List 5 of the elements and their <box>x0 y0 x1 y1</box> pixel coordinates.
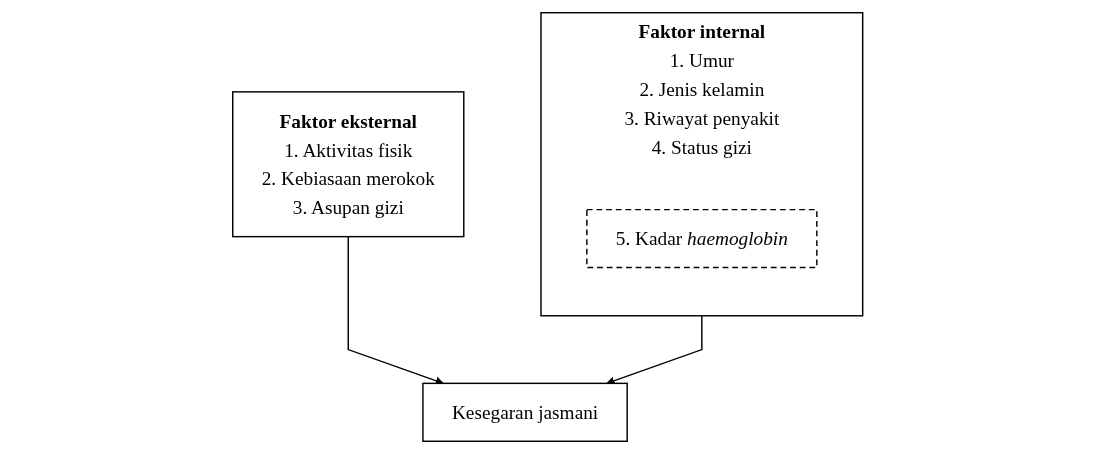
arrow <box>347 235 444 385</box>
node-box: Kesegaran jasmani <box>422 382 628 442</box>
arrow <box>606 315 703 385</box>
node-box: 5. Kadar haemoglobin <box>585 208 818 269</box>
node-box: Faktor eksternal 1. Aktivitas fisik 2. Kebiasaan merokok 3. Asupan gizi <box>231 91 465 238</box>
